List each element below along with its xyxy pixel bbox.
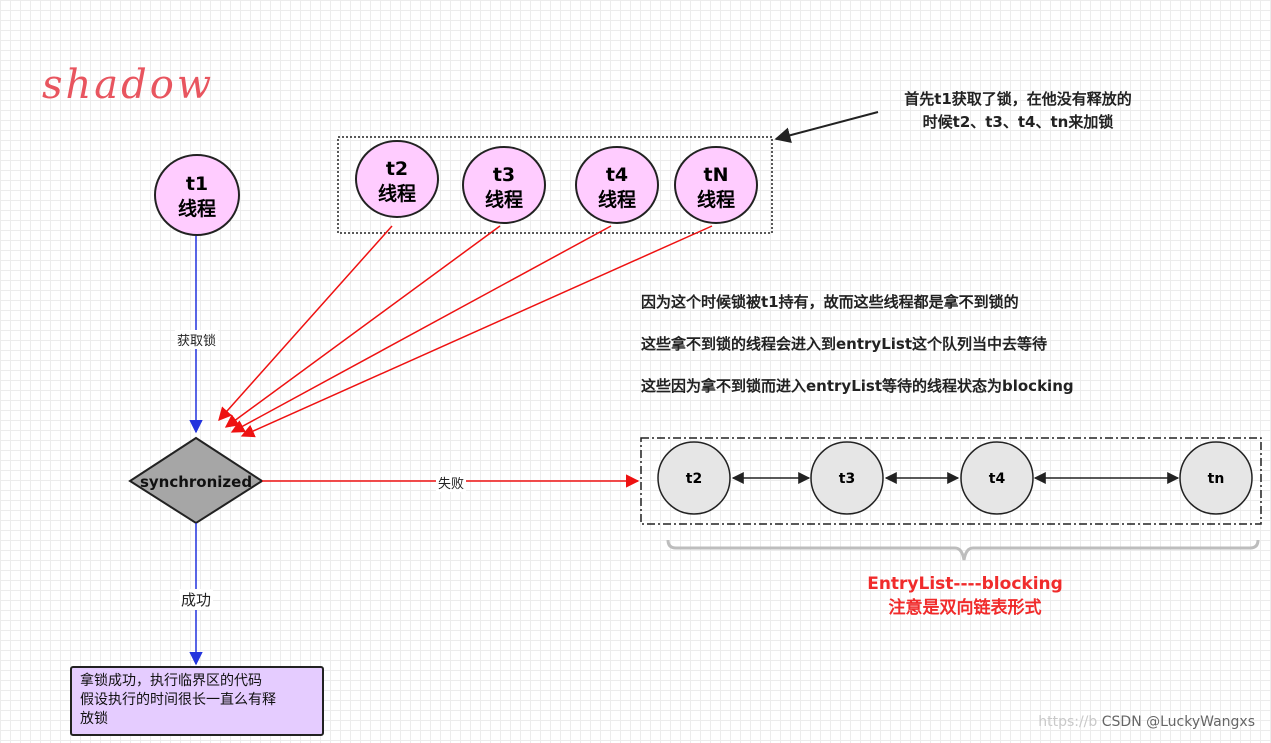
result-box: 拿锁成功，执行临界区的代码 假设执行的时间很长一直么有释 放锁 [70,666,324,736]
entry-node-t3: t3 [810,441,884,515]
fail-label: 失败 [436,473,467,492]
success-label: 成功 [179,589,214,610]
thread-t4-name: t4 [606,164,628,186]
result-line-3: 放锁 [80,711,108,727]
entry-node-tn-label: tn [1208,471,1225,487]
thread-t3-label: 线程 [485,188,523,211]
thread-t2-name: t2 [386,158,408,180]
thread-t4-node: t4 线程 [575,146,659,224]
thread-t1-label: 线程 [178,197,216,220]
watermark-main: CSDN @LuckyWangxs [1101,714,1255,730]
entry-caption-line-1: EntryList----blocking [867,574,1063,594]
entry-node-t4: t4 [960,441,1034,515]
waiting-threads-group [337,136,773,234]
note-line-1: 因为这个时候锁被t1持有，故而这些线程都是拿不到锁的 [641,293,1019,311]
t4-to-sync-arrow [230,225,612,433]
callout-line-2: 时候t2、t3、t4、tn来加锁 [922,113,1114,131]
thread-t1-name: t1 [186,173,208,195]
thread-t2-label: 线程 [378,182,416,205]
result-line-2: 假设执行的时间很长一直么有释 [80,692,276,708]
thread-t4-label: 线程 [598,188,636,211]
entry-list-caption: EntryList----blocking 注意是双向链表形式 [800,572,1130,620]
callout-line-1: 首先t1获取了锁，在他没有释放的 [904,90,1132,108]
result-line-1: 拿锁成功，执行临界区的代码 [80,673,262,689]
thread-t3-node: t3 线程 [462,146,546,224]
entry-caption-line-2: 注意是双向链表形式 [888,598,1042,618]
t2-to-sync-arrow [218,225,393,422]
callout-note: 首先t1获取了锁，在他没有释放的 时候t2、t3、t4、tn来加锁 [858,88,1178,134]
synchronized-decision: synchronized [128,436,264,525]
entry-list-container [640,437,1262,525]
entry-node-t4-label: t4 [989,471,1006,487]
thread-t1-node: t1 线程 [154,154,240,236]
tN-to-sync-arrow [240,225,713,438]
note-line-3: 这些因为拿不到锁而进入entryList等待的线程状态为blocking [641,377,1074,395]
entry-list-brace [666,539,1260,561]
watermark: https://b CSDN @LuckyWangxs [1038,714,1255,730]
thread-t2-node: t2 线程 [355,140,439,218]
shadow-logo: shadow [42,62,215,108]
thread-tN-node: tN 线程 [674,146,758,224]
entry-node-tn: tn [1179,441,1253,515]
watermark-faint: https://b [1038,714,1098,730]
acquire-lock-label: 获取锁 [175,330,219,349]
entry-node-t2: t2 [657,441,731,515]
entry-node-t2-label: t2 [686,471,702,487]
thread-t3-name: t3 [493,164,515,186]
thread-tN-label: 线程 [697,188,735,211]
thread-tN-name: tN [704,164,729,186]
note-line-2: 这些拿不到锁的线程会进入到entryList这个队列当中去等待 [641,335,1047,353]
synchronized-label: synchronized [140,473,252,491]
entry-node-t3-label: t3 [839,471,855,487]
callout-arrow [774,111,879,144]
t3-to-sync-arrow [224,225,501,428]
